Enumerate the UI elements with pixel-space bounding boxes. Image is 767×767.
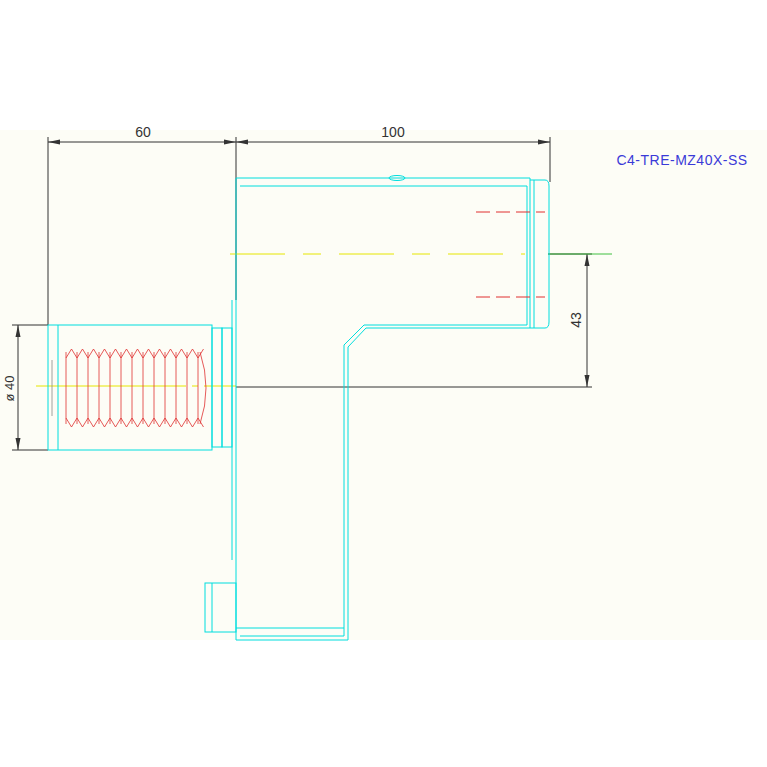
thread-symbol [52, 349, 206, 427]
hidden-bore [476, 212, 545, 297]
dimension-value: 43 [569, 312, 583, 328]
diameter-dimension: ø 40 [3, 375, 16, 401]
dimension-value: 60 [135, 125, 151, 139]
thread-line [165, 352, 166, 424]
thread-line [110, 352, 111, 424]
thread-line [88, 352, 89, 424]
thread-crest [66, 349, 204, 358]
thread-line [99, 352, 100, 424]
thread-line [66, 352, 67, 424]
thread-line [176, 352, 177, 424]
thread-end [200, 352, 206, 424]
thread-line [121, 352, 122, 424]
centre-line [548, 254, 612, 255]
thread-start [52, 360, 53, 416]
dimension-lines [12, 137, 592, 450]
holder-body [48, 176, 549, 641]
thread-line [77, 352, 78, 424]
thread-line [154, 352, 155, 424]
thread-line [198, 352, 199, 424]
drawing-ground [0, 130, 767, 640]
thread-line [132, 352, 133, 424]
centre-line [230, 254, 525, 255]
thread-line [187, 352, 188, 424]
part-number: C4-TRE-MZ40X-SS [616, 153, 747, 167]
thread-crest [66, 418, 204, 427]
dimension-value: 100 [381, 125, 404, 139]
thread-line [143, 352, 144, 424]
